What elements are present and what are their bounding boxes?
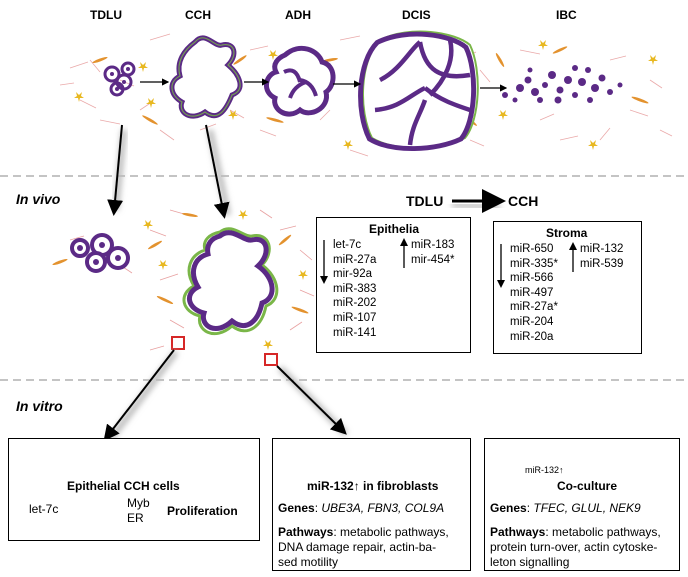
mir-item: miR-27a* [510,301,558,314]
ibc-top [502,65,623,104]
epithelia-down-arrow [320,240,328,284]
mir-item: miR-566 [510,272,554,285]
mir-item: miR-107 [333,311,377,324]
dcis-top [358,30,479,151]
mir-item: miR-132 [580,243,624,255]
coculture-mini-label: miR-132↑ [525,465,564,475]
myb-label: Myb [127,496,150,510]
panel-coculture-title: Co-culture [557,479,617,493]
stroma-down-list: miR-650 miR-335* miR-566 miR-497 miR-27a… [510,242,558,344]
adh-top [264,45,336,117]
invivo-fibroblasts [52,213,309,314]
stage-label-ibc: IBC [556,8,577,22]
stroma-up-list: miR-132 miR-539 [580,242,623,271]
mir-item: let-7c [333,239,362,251]
mir-item: miR-539 [580,257,624,270]
stroma-title: Stroma [546,226,588,240]
stage-label-cch: CCH [185,8,211,22]
arrow-to-fibroblast-panel [276,365,349,437]
coculture-pathways: Pathways: metabolic pathways, protein tu… [490,525,661,569]
panel-fibroblasts: miR-132↑ in fibroblasts Genes: UBE3A, FB… [272,438,471,571]
tdlu-invivo [70,233,130,273]
arrow-to-epithelial-panel [103,349,179,442]
cch-top [169,35,243,119]
mir-item: miR-27a [333,253,377,266]
fibroblast-genes: Genes: UBE3A, FBN3, COL9A [278,501,445,515]
transition-to: CCH [508,193,539,209]
stage-label-adh: ADH [285,8,311,22]
panel-epithelial-title: Epithelial CCH cells [67,479,180,493]
fibroblast-pathways: Pathways: metabolic pathways, DNA damage… [278,525,449,569]
arrow-tdlu-down [107,124,127,216]
stroma-highlight [264,353,278,366]
section-in-vitro: In vitro [16,398,63,414]
mir-item: miR-20a [510,330,554,343]
section-in-vivo: In vivo [16,191,61,207]
epithelia-box: Epithelia let-7c miR-27a mir-92a miR-383… [316,217,471,353]
top-star-cells [74,40,658,150]
mir-item: miR-335* [510,257,558,270]
stage-label-dcis: DCIS [402,8,431,22]
tdlu-top [103,61,136,97]
mir-item: miR-204 [510,315,554,328]
mir-item: miR-497 [510,286,554,299]
let7c-label: let-7c [29,502,59,516]
cch-invivo [182,227,279,336]
arrow-cch-down [205,124,231,219]
mir-item: miR-650 [510,243,554,255]
invivo-star-cells [143,210,308,350]
proliferation-label: Proliferation [167,504,238,518]
epithelia-up-list: miR-183 mir-454* [411,238,454,267]
transition-from: TDLU [406,193,444,209]
stage-label-tdlu: TDLU [90,8,122,22]
mir-item: miR-383 [333,282,377,295]
mir-item: mir-92a [333,268,372,281]
panel-coculture: miR-132↑ Co-culture Genes: TFEC, GLUL, N… [484,438,680,571]
arrow-tdlu-to-cch-legend [451,189,506,213]
panel-fibroblasts-title: miR-132↑ in fibroblasts [307,479,439,493]
mir-item: miR-183 [411,239,455,251]
epithelial-highlight [171,336,185,350]
mir-item: miR-202 [333,297,377,310]
er-label: ER [127,511,144,525]
epithelia-down-list: let-7c miR-27a mir-92a miR-383 miR-202 m… [333,238,376,340]
panel-epithelial: Epithelial CCH cells let-7c Myb ER Proli… [8,438,260,541]
stroma-box: Stroma miR-650 miR-335* miR-566 miR-497 … [493,221,642,354]
coculture-genes: Genes: TFEC, GLUL, NEK9 [490,501,641,515]
invivo-stroma [69,209,315,351]
mir-item: miR-141 [333,326,377,339]
epithelia-title: Epithelia [369,222,420,236]
mir-item: mir-454* [411,253,455,266]
